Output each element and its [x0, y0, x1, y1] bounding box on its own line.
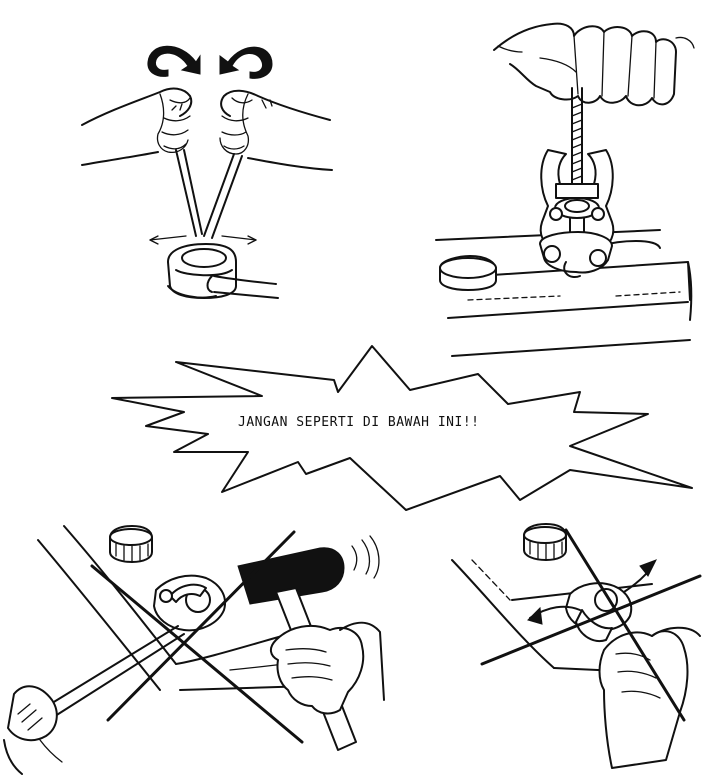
- threaded-rod: [572, 104, 582, 180]
- panel-twist-wrong: [452, 524, 700, 768]
- warning-starburst: JANGAN SEPERTI DI BAWAH INI!!: [112, 346, 692, 510]
- panel-terminal-puller: [436, 24, 694, 356]
- panel-screwdriver-pry: [82, 46, 332, 298]
- rotate-right-arrow-icon: [220, 47, 272, 78]
- warning-text: JANGAN SEPERTI DI BAWAH INI!!: [238, 415, 479, 430]
- panel-hammer-wrong: [4, 526, 384, 774]
- rotate-left-arrow-icon: [148, 46, 200, 76]
